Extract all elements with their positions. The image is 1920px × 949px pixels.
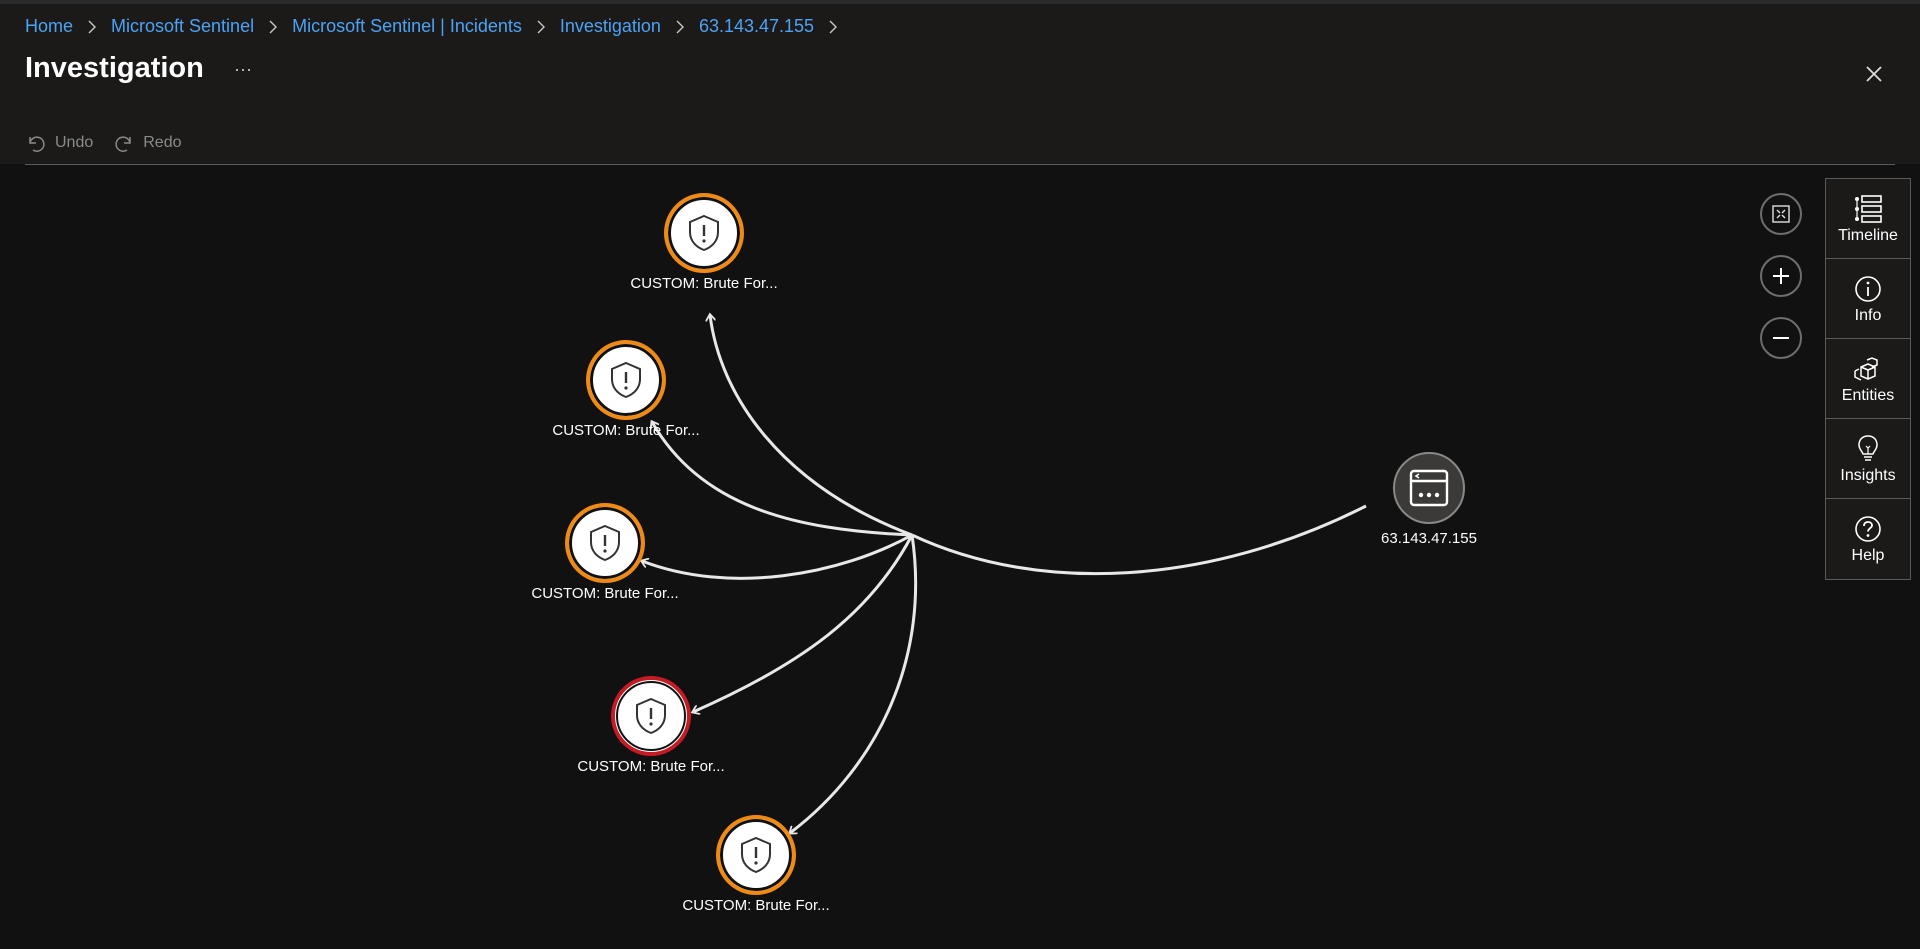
redo-icon (115, 136, 131, 152)
shield-alert-icon (741, 836, 771, 874)
breadcrumb-home[interactable]: Home (25, 16, 74, 36)
breadcrumb-ip[interactable]: 63.143.47.155 (698, 16, 815, 36)
timeline-icon (1855, 194, 1882, 223)
shield-alert-icon (611, 361, 641, 399)
investigation-graph-canvas[interactable]: CUSTOM: Brute For... CUSTOM: Brute For..… (0, 165, 1920, 949)
more-options-button[interactable]: ··· (234, 59, 252, 79)
close-button[interactable] (1861, 61, 1887, 87)
rail-insights-button[interactable]: Insights (1826, 419, 1910, 499)
undo-button[interactable]: Undo (25, 132, 93, 154)
ip-entity-circle (1393, 452, 1465, 524)
edge-hub-to-alert-4 (693, 534, 914, 712)
alert-label: CUSTOM: Brute For... (630, 275, 778, 292)
alert-severity-ring (716, 815, 796, 895)
rail-help-label: Help (1851, 547, 1885, 564)
zoom-in-button[interactable] (1760, 255, 1802, 297)
alert-label: CUSTOM: Brute For... (682, 897, 830, 914)
entities-icon (1854, 356, 1878, 381)
undo-icon (29, 136, 45, 152)
redo-label: Redo (143, 134, 182, 151)
side-rail: Timeline Info Entities (1825, 178, 1911, 580)
chevron-right-icon (536, 20, 546, 34)
toolbar-divider (25, 164, 1895, 165)
edge-hub-to-alert-3 (642, 533, 913, 580)
chevron-right-icon (87, 20, 97, 34)
chevron-right-icon (268, 20, 278, 34)
alert-label: CUSTOM: Brute For... (577, 758, 725, 775)
undo-label: Undo (55, 134, 94, 151)
alert-label: CUSTOM: Brute For... (552, 422, 700, 439)
alert-severity-ring (565, 503, 645, 583)
edge-ip-to-hub (911, 504, 1367, 576)
rail-entities-label: Entities (1841, 386, 1895, 404)
chevron-right-icon (675, 20, 685, 34)
rail-timeline-button[interactable]: Timeline (1826, 179, 1910, 259)
ip-entity-label: 63.143.47.155 (1381, 530, 1477, 547)
alert-severity-ring (664, 193, 744, 273)
top-border (0, 0, 1920, 4)
page-title: Investigation (25, 52, 204, 84)
toolbar: Undo Redo (25, 132, 202, 154)
redo-button[interactable]: Redo (113, 132, 182, 154)
page-header: Home Microsoft Sentinel Microsoft Sentin… (0, 4, 1920, 164)
alert-severity-ring (611, 676, 691, 756)
breadcrumb-investigation[interactable]: Investigation (559, 16, 661, 36)
rail-info-label: Info (1854, 306, 1882, 324)
ip-address-icon (1409, 469, 1449, 507)
edge-hub-to-alert-1 (710, 315, 913, 537)
help-icon (1855, 516, 1881, 542)
rail-info-button[interactable]: Info (1826, 259, 1910, 339)
close-icon (1866, 66, 1882, 82)
chevron-right-icon (828, 20, 838, 34)
edge-hub-to-alert-5 (790, 534, 918, 833)
breadcrumb: Home Microsoft Sentinel Microsoft Sentin… (25, 16, 852, 37)
zoom-out-button[interactable] (1760, 317, 1802, 359)
zoom-out-icon (1773, 337, 1789, 339)
alert-label: CUSTOM: Brute For... (531, 585, 679, 602)
edge-hub-to-alert-2 (652, 422, 913, 537)
breadcrumb-incidents[interactable]: Microsoft Sentinel | Incidents (292, 16, 522, 36)
zoom-in-icon (1773, 268, 1789, 284)
insights-icon (1858, 434, 1878, 461)
breadcrumb-sentinel[interactable]: Microsoft Sentinel (111, 16, 255, 36)
rail-timeline-label: Timeline (1838, 226, 1898, 244)
shield-alert-icon (636, 697, 666, 735)
rail-insights-label: Insights (1840, 466, 1896, 484)
shield-alert-icon (590, 524, 620, 562)
info-icon (1855, 275, 1881, 302)
rail-entities-button[interactable]: Entities (1826, 339, 1910, 419)
graph-edges (0, 165, 1367, 949)
shield-alert-icon (689, 214, 719, 252)
rail-help-button[interactable]: Help (1826, 499, 1910, 579)
fit-to-screen-icon (1772, 205, 1790, 223)
alert-severity-ring (586, 340, 666, 420)
fit-to-screen-button[interactable] (1760, 193, 1802, 235)
